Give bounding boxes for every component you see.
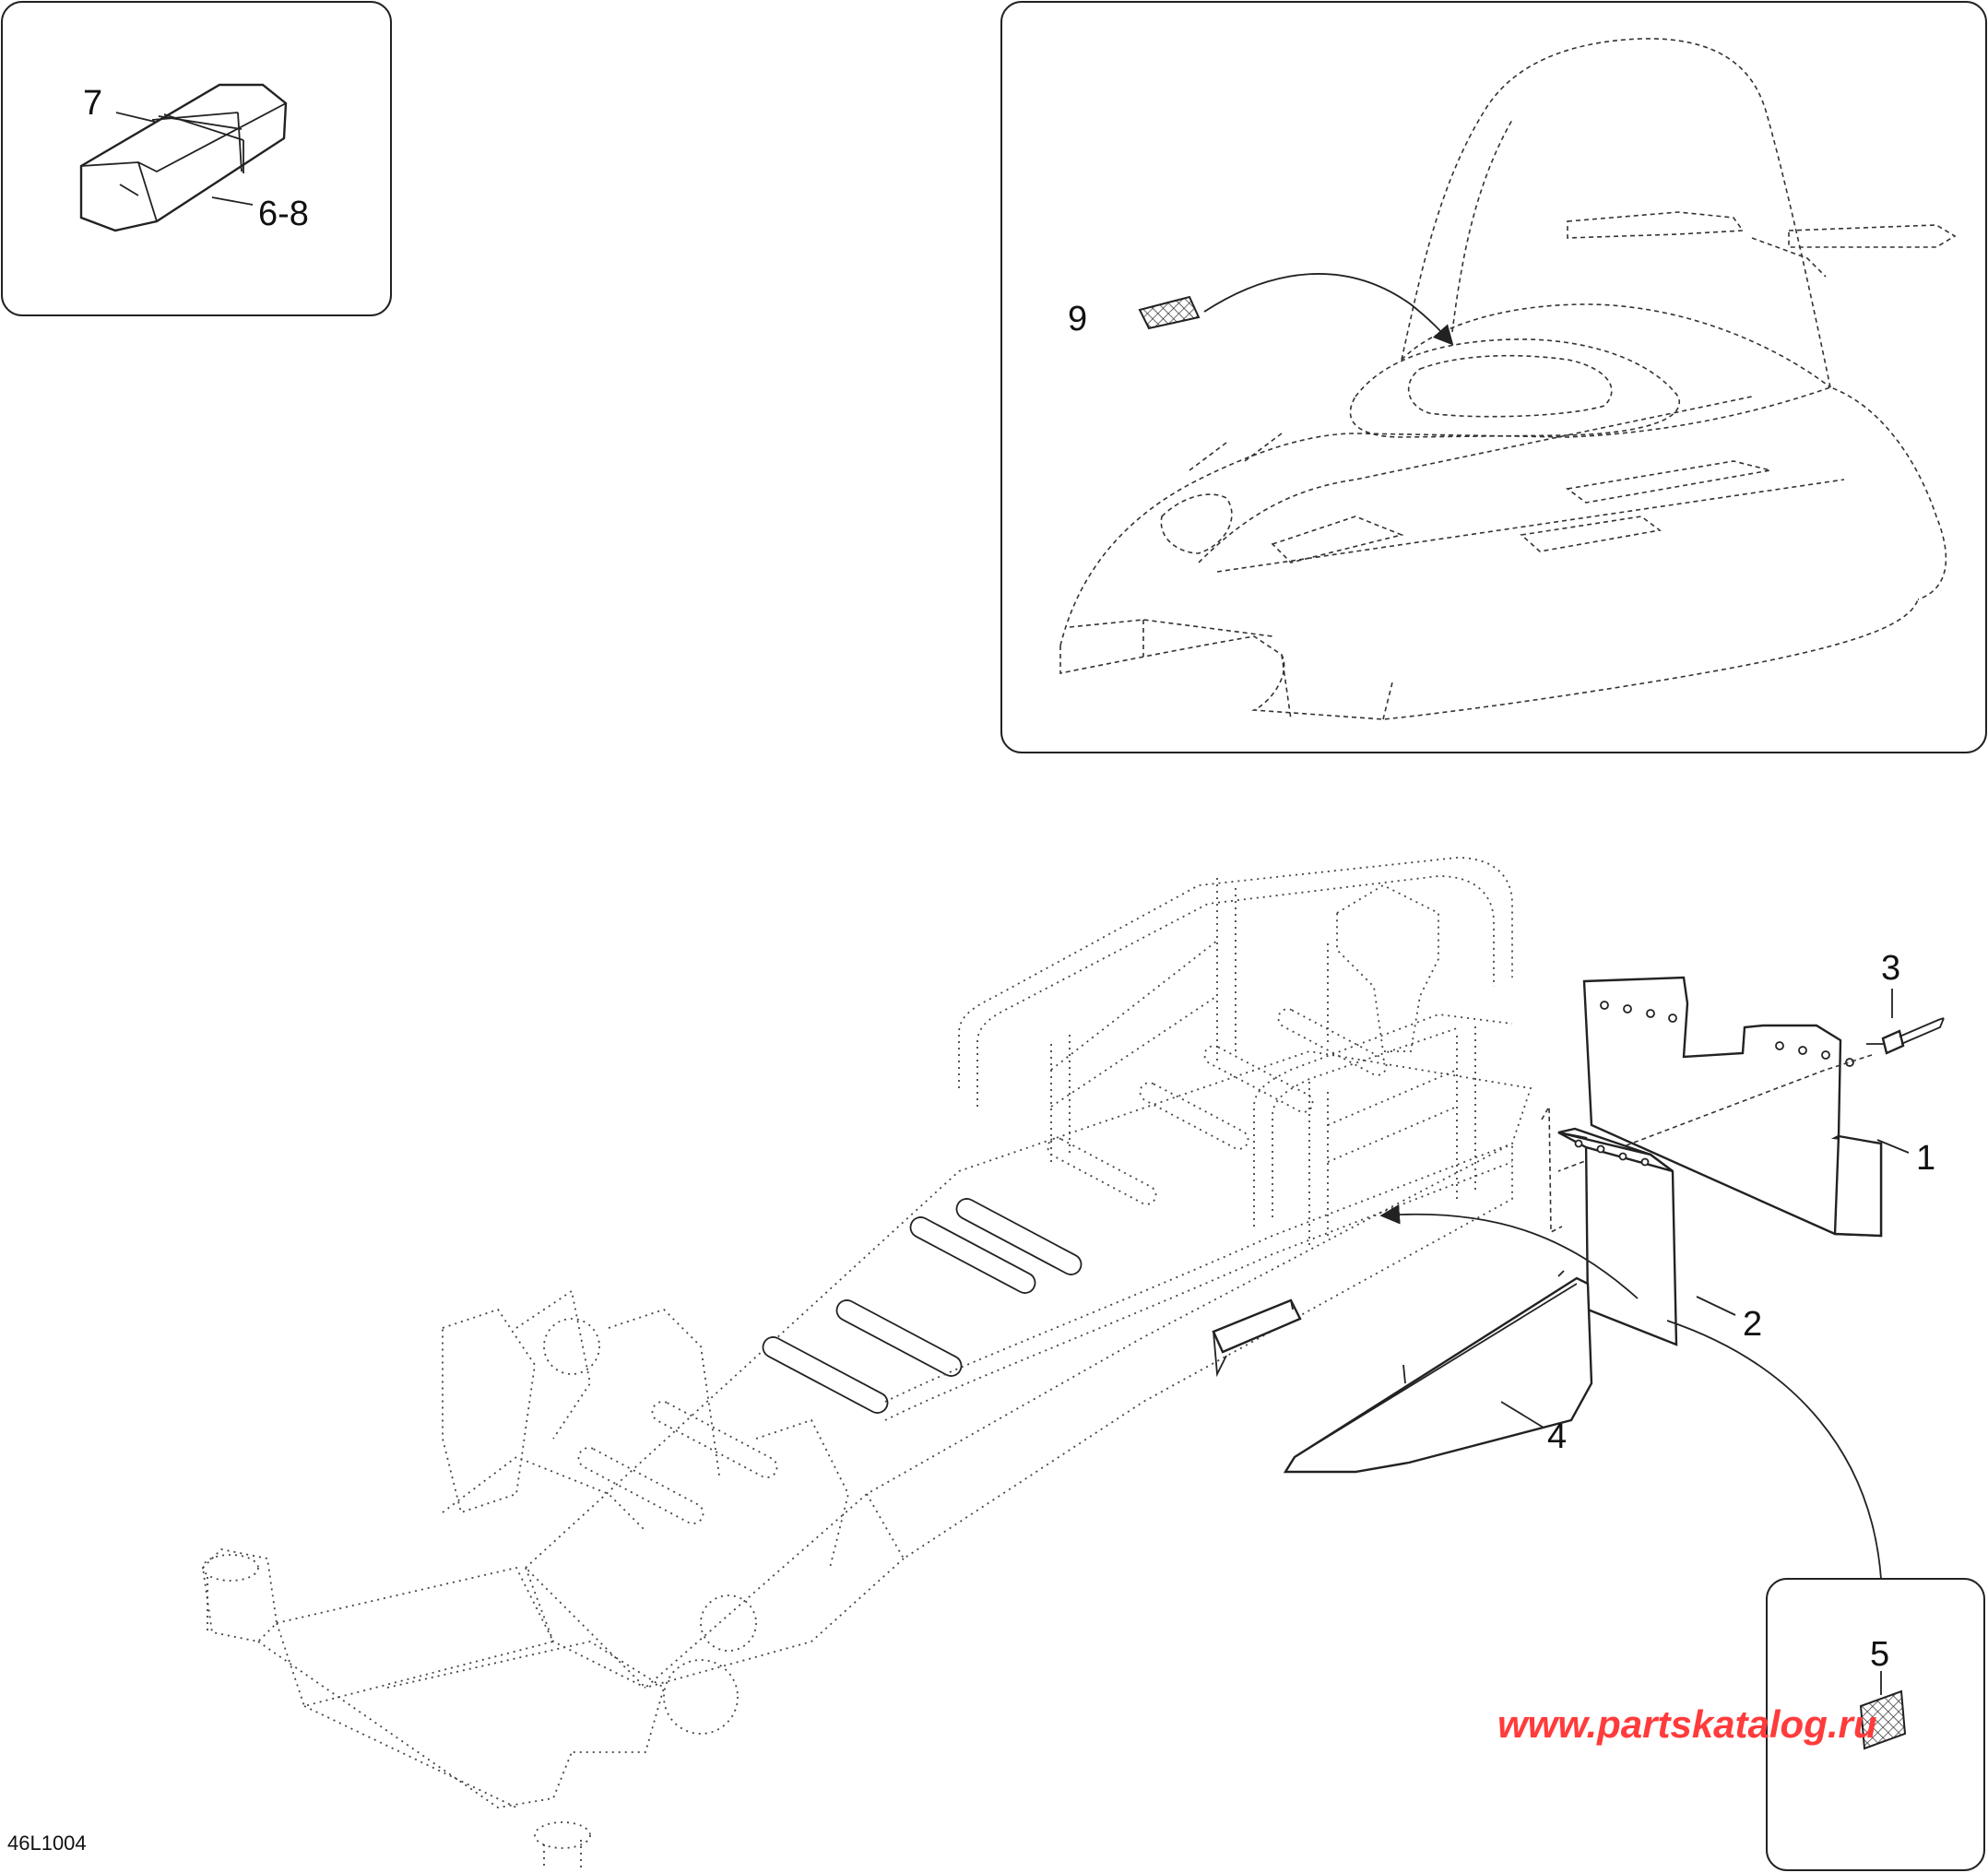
watermark: www.partskatalog.ru [1497, 1702, 1877, 1746]
seat-cover-pack-drawing [79, 83, 288, 232]
leader-flap-to-frame [1379, 1204, 1639, 1299]
part-3-rivet [1557, 1017, 1945, 1172]
leader-7 [115, 112, 156, 123]
leader-6-8 [211, 196, 254, 206]
leader-4 [1500, 1401, 1544, 1428]
inset-seat-cover: 7 6-8 [1, 1, 392, 316]
inset-hood-decal: 9 [1000, 1, 1987, 753]
snowmobile-hood-drawing [1059, 38, 1957, 720]
leader-2 [1696, 1296, 1736, 1316]
leader-9-arrow [1203, 273, 1454, 346]
callout-1: 1 [1916, 1139, 1935, 1178]
inset-reflector: 5 [1766, 1578, 1985, 1871]
inset-frame-top-right [1000, 1, 1987, 753]
leader-1 [1876, 1139, 1910, 1154]
callout-4: 4 [1547, 1417, 1567, 1456]
callout-5: 5 [1870, 1635, 1889, 1674]
leader-reflector-to-frame [1666, 1320, 1882, 1580]
callout-3: 3 [1881, 949, 1900, 988]
drawing-code: 46L1004 [7, 1832, 87, 1855]
callout-6-8: 6-8 [258, 195, 309, 233]
frame-assembly-drawing [202, 857, 1532, 1867]
callout-2: 2 [1743, 1305, 1762, 1344]
decal-9 [1138, 295, 1201, 330]
reflector-5 [1859, 1689, 1907, 1750]
callout-9: 9 [1068, 300, 1087, 338]
part-1-flap [1582, 976, 1883, 1238]
callout-7: 7 [83, 84, 102, 123]
part-4-guard [1283, 1270, 1593, 1474]
